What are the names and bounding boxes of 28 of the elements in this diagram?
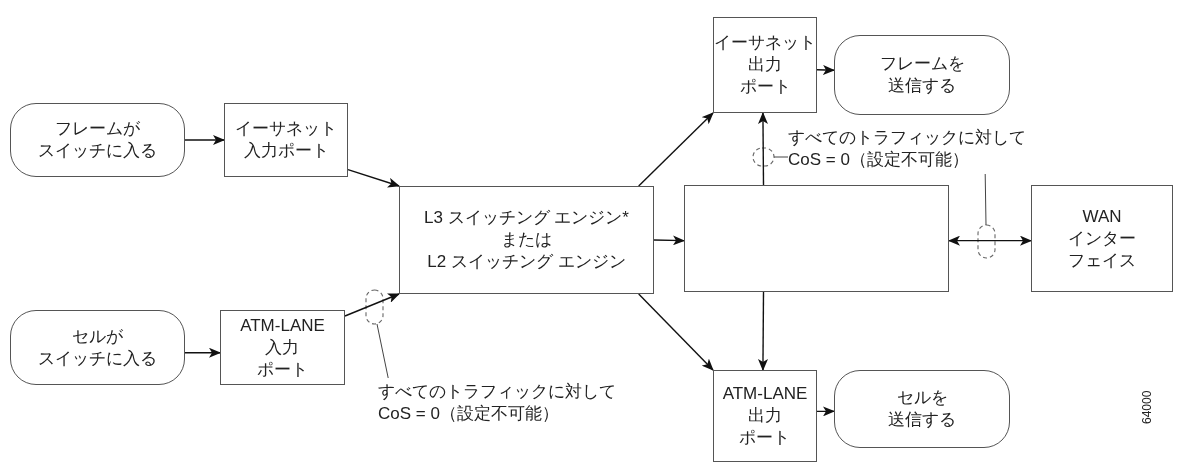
end-box: セルを送信する	[834, 370, 1010, 448]
arrow	[638, 112, 714, 187]
arrow	[347, 168, 400, 188]
arrow	[184, 135, 225, 145]
arrow	[758, 112, 768, 186]
interface-box: WAN インターフェイス	[1031, 185, 1173, 292]
start-box: セルがスイッチに入る	[10, 310, 185, 385]
port-box: イーサネット出力ポート	[713, 17, 817, 113]
arrow	[638, 293, 714, 371]
callout-text: すべてのトラフィックに対してCoS = 0（設定不可能）	[788, 124, 1128, 174]
engine-box: L3 スイッチング エンジン*または L2 スイッチング エンジン	[399, 186, 654, 294]
arrow	[184, 347, 221, 358]
port-box: イーサネット入力ポート	[224, 103, 348, 177]
port-box: ATM-LANE出力ポート	[713, 370, 817, 462]
leader-line	[984, 173, 987, 226]
arrow	[758, 291, 768, 371]
leader-line	[773, 156, 789, 158]
arrow	[948, 235, 1032, 246]
arrow	[653, 235, 685, 246]
arrow	[344, 293, 400, 317]
arrow	[816, 406, 835, 417]
process-box	[684, 185, 949, 292]
start-box: フレームがスイッチに入る	[10, 103, 185, 177]
port-box: ATM-LANE入力ポート	[220, 310, 345, 385]
figure-number: 64000	[1140, 390, 1154, 424]
leader-line	[376, 323, 389, 379]
arrow	[816, 64, 835, 75]
end-box: フレームを送信する	[834, 35, 1010, 115]
